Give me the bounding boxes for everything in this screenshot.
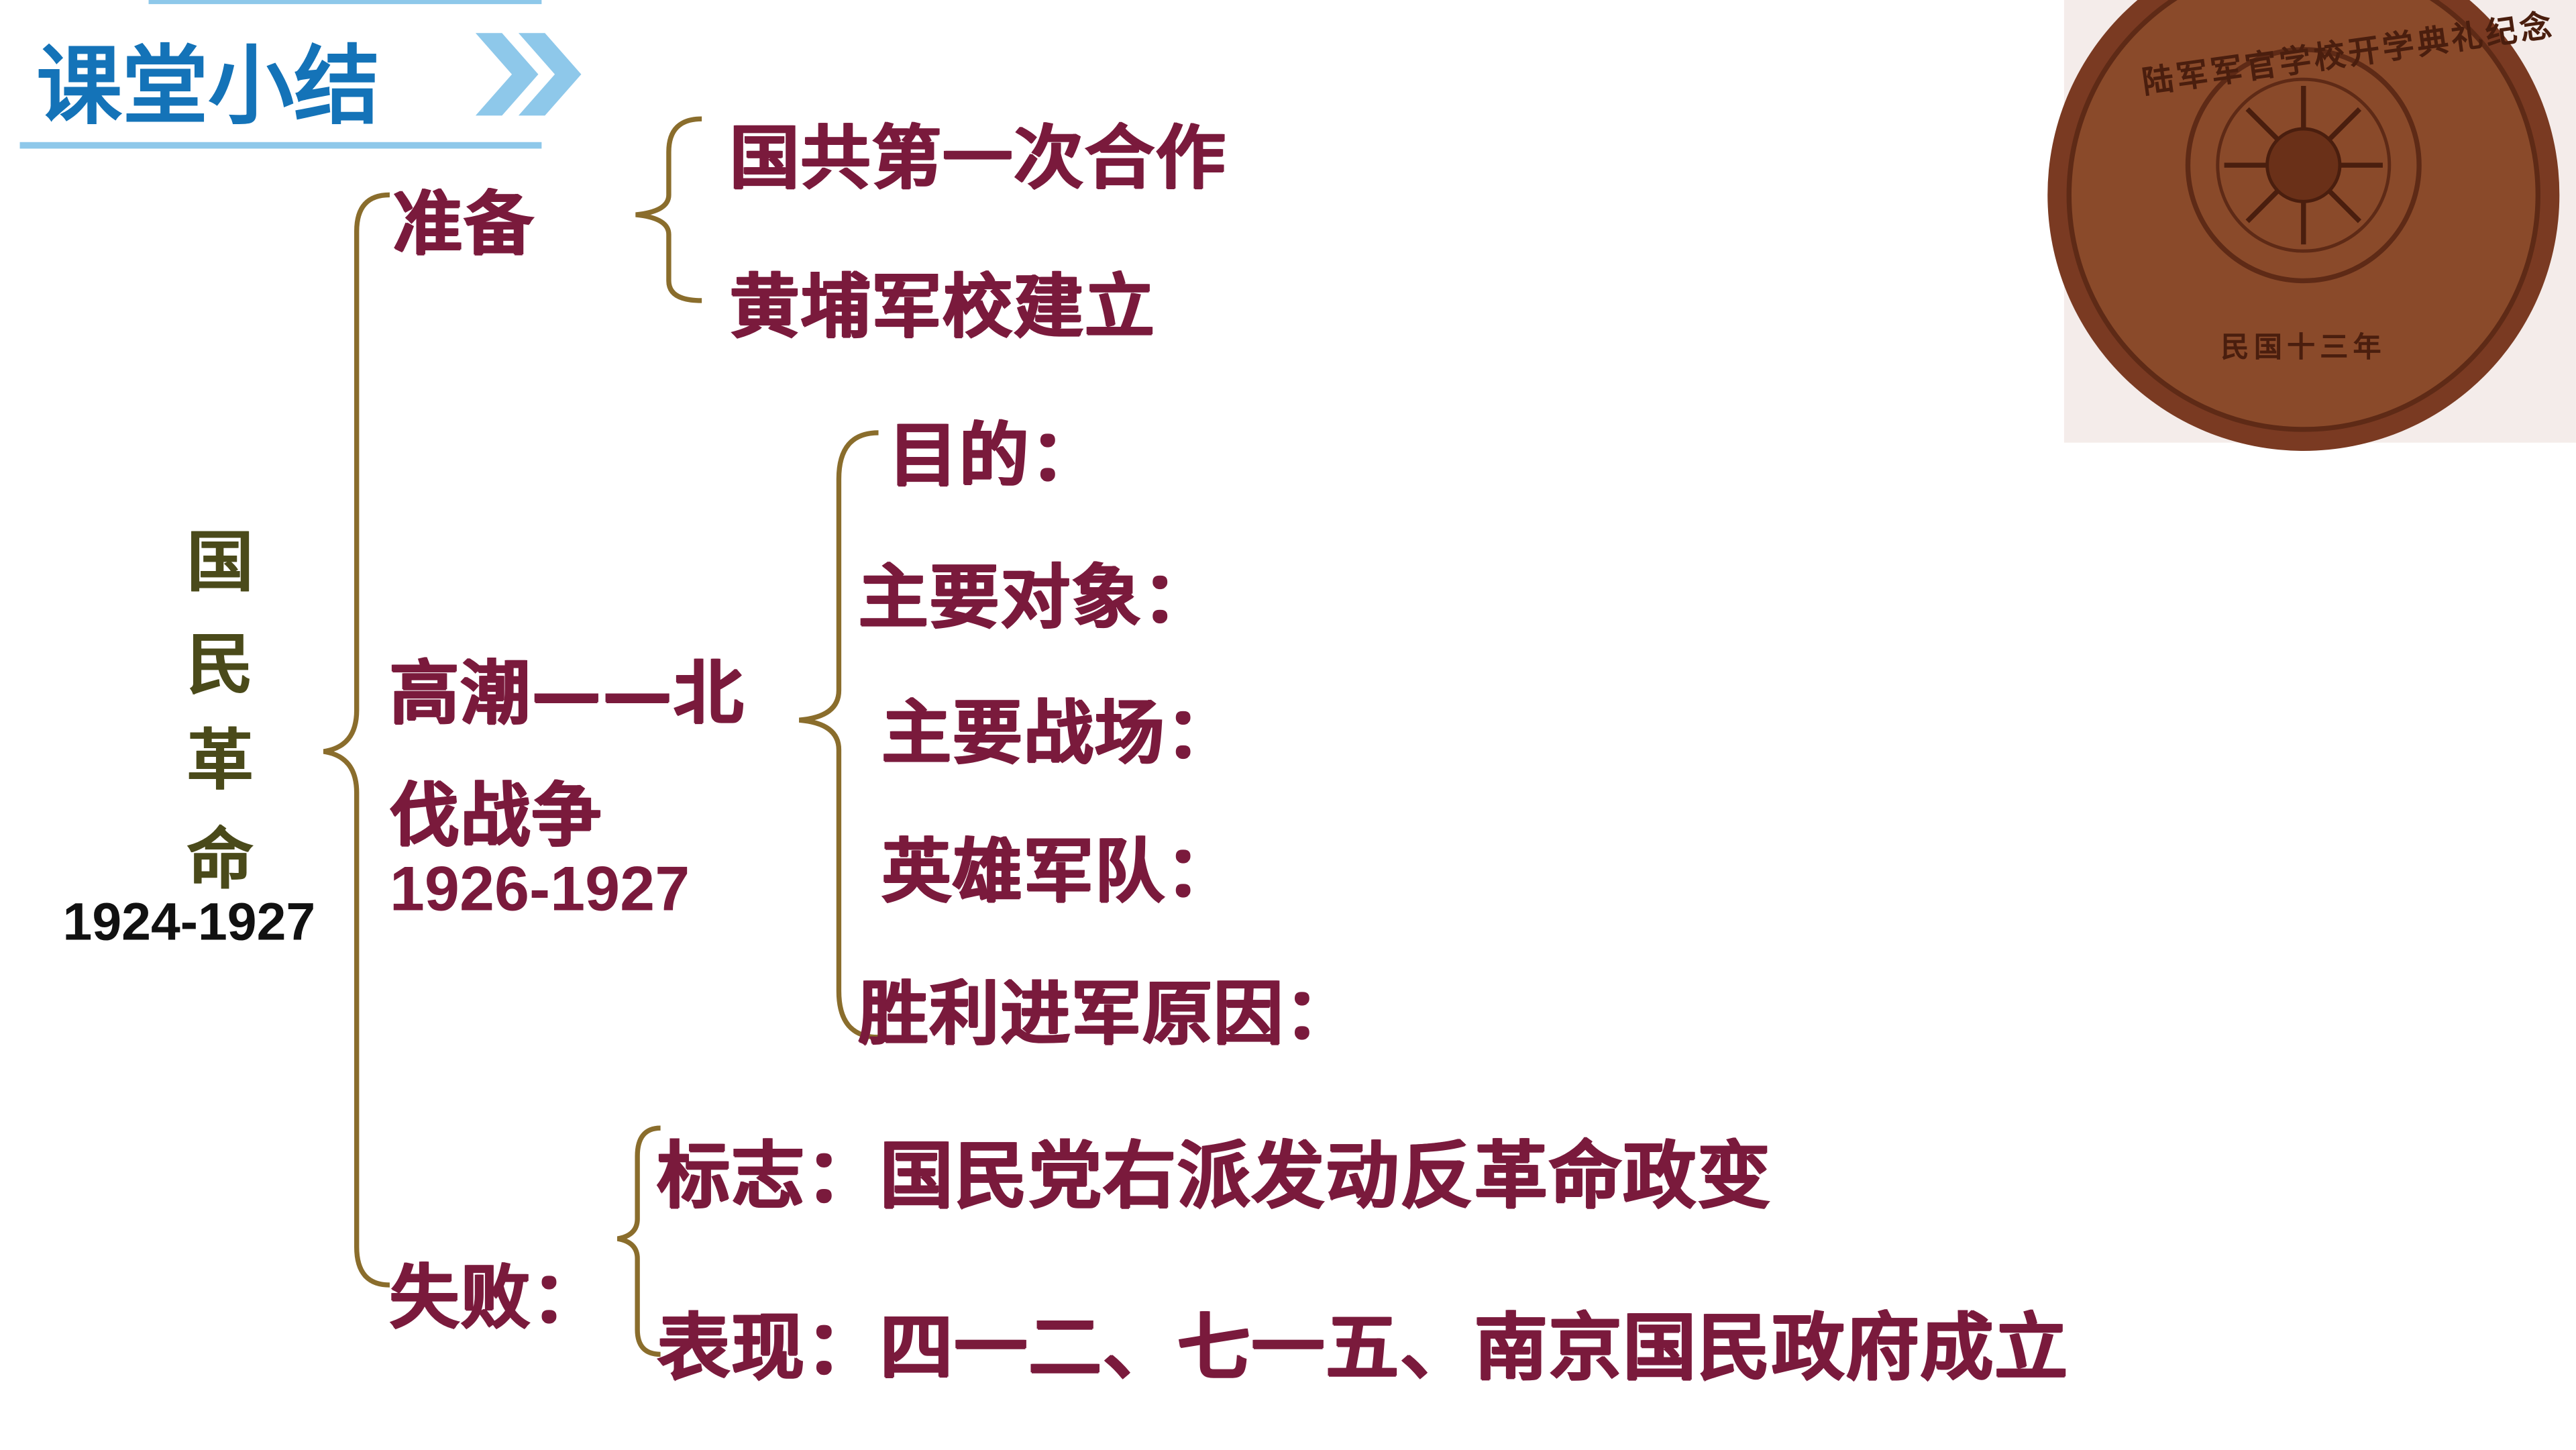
root-char-1: 国 [186, 525, 253, 601]
prep-item-1: 国共第一次合作 [729, 117, 1227, 199]
root-char-2: 民 [186, 627, 253, 704]
prep-item-2: 黄埔军校建立 [729, 266, 1157, 347]
prep-brace [635, 116, 702, 303]
climax-item-4: 英雄军队： [881, 831, 1237, 912]
climax-item-5: 胜利进军原因： [858, 972, 1356, 1054]
root-brace [323, 192, 390, 1288]
root-char-3: 革 [186, 723, 253, 800]
root-char-4: 命 [186, 822, 253, 899]
climax-item-1: 目的： [888, 414, 1102, 496]
climax-item-2: 主要对象： [858, 556, 1214, 638]
coin-photo-icon [2047, 0, 2576, 451]
failure-item-1: 标志：国民党右派发动反革命政变 [657, 1135, 1772, 1219]
climax-brace [799, 430, 879, 1040]
page-title: 课堂小结 [36, 38, 380, 138]
climax-item-3: 主要战场： [881, 692, 1237, 773]
prep-label: 准备 [392, 183, 535, 264]
failure-brace [616, 1125, 661, 1357]
failure-item-2: 表现：四一二、七一五、南京国民政府成立 [657, 1306, 2070, 1391]
double-chevron-right-icon [475, 33, 582, 116]
failure-label: 失败： [389, 1257, 603, 1338]
climax-years: 1926-1927 [389, 856, 690, 925]
root-years: 1924-1927 [62, 892, 316, 951]
climax-label-line1: 高潮——北 [389, 652, 745, 733]
climax-label-line2: 伐战争 [389, 774, 603, 856]
coin-inscription-bottom: 民国十三年 [2220, 331, 2386, 365]
